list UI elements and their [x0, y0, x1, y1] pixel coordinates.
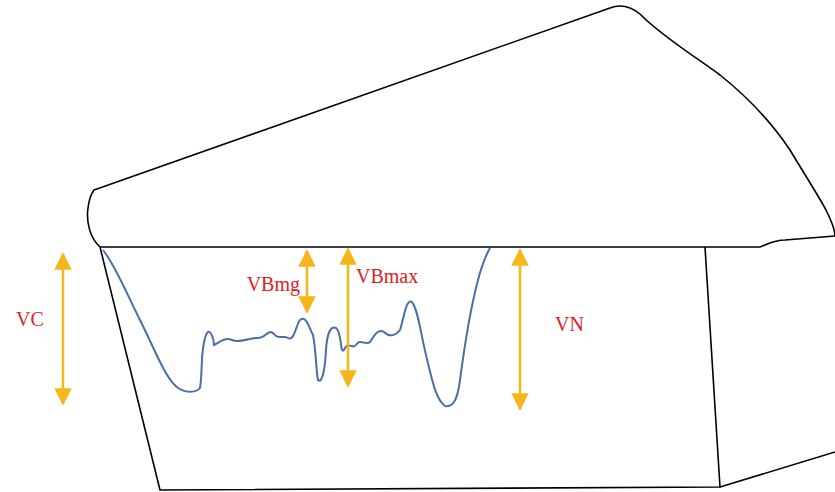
wear-label: VBmg [245, 273, 302, 295]
wear-label: VBmax [354, 265, 420, 287]
wear-label: VN [553, 313, 586, 335]
wear-label: VC [14, 308, 46, 330]
